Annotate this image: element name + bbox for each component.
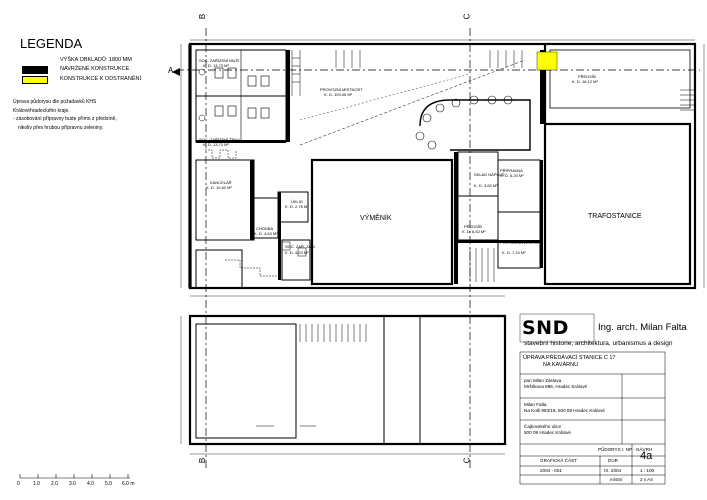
- swatch-black: [22, 66, 48, 74]
- note-line: Úprava půdorysu dle požadavků KHS: [13, 99, 97, 105]
- outer-wall: [188, 42, 697, 290]
- investor-name: pan Milan Záslava: [524, 378, 562, 383]
- room-provozni: PROVOZNÍ MÍSTNOST: [320, 87, 363, 92]
- scale-tick: 4.0: [87, 481, 94, 487]
- scale-tick: 1.0: [33, 481, 40, 487]
- room-kancelar-area: K. D. 10,60 M²: [206, 185, 232, 190]
- room-predsin-2-area: K. D. 6,52 M²: [462, 229, 486, 234]
- room-trafostanice: TRAFOSTANICE: [588, 213, 642, 220]
- scale: 1 : 100: [640, 468, 655, 473]
- firm-logo: SND: [522, 317, 569, 339]
- note-line: - zásobování přípravny bude přímo z před…: [13, 116, 117, 122]
- room-wc-men: SOC. ZAŘÍZENÍ MUŽI: [199, 58, 239, 63]
- room-chodba-area: K. D. 4,63 M²: [254, 231, 278, 236]
- room-priprava: PŘÍPRAVNA: [500, 168, 523, 173]
- place: místní: [610, 477, 623, 482]
- swatch-yellow: [22, 76, 48, 84]
- title-block-frame: [519, 351, 666, 485]
- firm-name: Ing. arch. Milan Falta: [598, 322, 687, 333]
- room-uklid: ÚKLID: [291, 199, 303, 204]
- section-arrow-a: [172, 68, 180, 76]
- project-title: ÚPRAVA PŘEDÁVACÍ STANICE C 17 NA KAVÁRNU: [523, 355, 616, 370]
- investor-address: Mrštíkova 886, Hradec Králové: [524, 384, 588, 389]
- job-number: 2004 - 001: [540, 468, 562, 473]
- room-priprava-zeleniny: PŘÍPRAVNA ZELENINY: [500, 240, 544, 245]
- room-uklid-area: K. D. 2,76 M²: [285, 204, 309, 209]
- scale-bar: [19, 474, 130, 479]
- room-priprava-area: K. D. 6,20 M²: [500, 173, 524, 178]
- room-priprava-zeleniny-area: K. D. 7,10 M²: [502, 250, 526, 255]
- room-wc-women-area: K. D. 13,73 M²: [203, 142, 229, 147]
- room-kancelar: KANCELÁŘ: [210, 180, 232, 185]
- room-sklad-area: K. D. 3,60 M²: [474, 183, 498, 188]
- room-provozni-area: K. D. 109,05 M²: [324, 92, 353, 97]
- room-wc-staff-area: K. D. 4,20 M²: [285, 250, 309, 255]
- scale-tick: 2.0: [51, 481, 58, 487]
- section-mark-c-top: C: [462, 13, 472, 20]
- room-wc-staff: SOC. ZAŘ. ZAM.: [285, 244, 316, 249]
- note-line: Královéhradeckého kraje.: [13, 107, 70, 114]
- room-predsin-area: K. D. 16,12 M²: [572, 79, 598, 84]
- room-chodba: CHODBA: [256, 226, 274, 231]
- project-title-line: ÚPRAVA PŘEDÁVACÍ STANICE C 17: [523, 355, 616, 361]
- sheet-number: 4a: [640, 450, 653, 462]
- section-mark-a: A: [168, 66, 174, 75]
- room-sklad: SKLAD NÁPOJŮ: [474, 172, 505, 177]
- room-predsin-2: PŘEDSÍŇ: [464, 224, 482, 229]
- note-line: nikoliv přes hrubou přípravnu zeleniny.: [18, 124, 104, 131]
- section-mark-b-bottom: B: [198, 457, 208, 464]
- legend-label: KONSTRUKCE K ODSTRANĚNÍ: [60, 76, 141, 82]
- room-predsin: PŘEDSÍŇ: [578, 74, 596, 79]
- legend-title: LEGENDA: [20, 36, 83, 51]
- scale-tick: 5.0: [105, 481, 112, 487]
- format: 2 x A4: [640, 477, 653, 482]
- legend-label: VÝŠKA OBKLADŮ: 1800 MM: [60, 57, 132, 63]
- stage: DUR: [608, 458, 618, 463]
- legend-label: NAVRŽENÉ KONSTRUKCE: [60, 66, 130, 72]
- drawing-name: PŮDORYS I. NP - NÁVRH: [598, 447, 653, 452]
- project-title-line: NA KAVÁRNU: [543, 362, 579, 369]
- room-vymenik: VÝMĚNÍK: [360, 215, 392, 222]
- section-mark-c-bottom: C: [462, 457, 472, 464]
- scale-tick: 0: [17, 481, 20, 487]
- room-wc-men-area: K. D. 13,73 M²: [203, 63, 229, 68]
- room-wc-women: SOC. ZAŘÍZENÍ ŽENY: [199, 137, 240, 142]
- site-city: 500 09 Hradec Králové: [524, 430, 571, 435]
- scale-tick: 3.0: [69, 481, 76, 487]
- date: IX. 2004: [604, 468, 622, 473]
- site-street: Čajkovského ulice: [524, 424, 562, 429]
- revision-note: Úprava půdorysu dle požadavků KHS Králov…: [13, 98, 163, 132]
- section-mark-b-top: B: [198, 13, 208, 20]
- removed-construction: [536, 51, 558, 71]
- scale-tick: 6.0 m: [122, 481, 135, 487]
- firm-tagline: stavební historie, architektura, urbanis…: [524, 340, 673, 347]
- architect-name: Milan Falta: [524, 402, 547, 407]
- architect-address: Na Kotli 993/18, 500 09 Hradec Králové: [524, 408, 605, 413]
- drawing-part: GRAFICKÁ ČÁST: [540, 458, 578, 463]
